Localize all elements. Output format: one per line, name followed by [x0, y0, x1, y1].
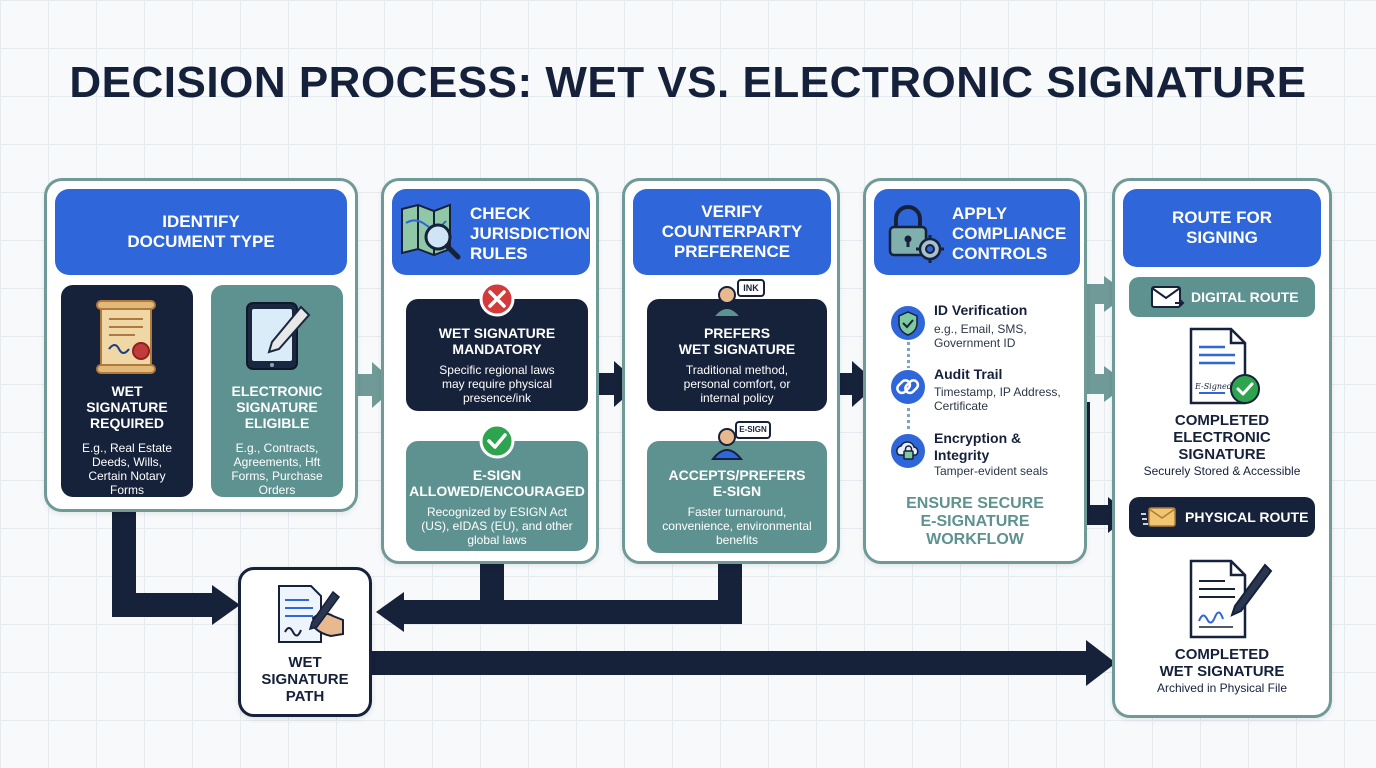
envelope-icon: [1141, 507, 1176, 527]
x-circle-icon: [479, 281, 515, 317]
panel-header: IDENTIFY DOCUMENT TYPE: [55, 189, 347, 275]
card-esign-allowed: E-SIGN ALLOWED/ENCOURAGED Recognized by …: [406, 441, 588, 551]
card-description: Faster turnaround, convenience, environm…: [662, 505, 812, 547]
panel-apply-compliance-controls: APPLY COMPLIANCE CONTROLS ID Verificatio…: [863, 178, 1087, 564]
control-title: ID Verification: [934, 302, 1028, 318]
tablet-pen-icon: [246, 302, 311, 370]
envelope-icon: [1151, 286, 1185, 308]
page-title: DECISION PROCESS: WET VS. ELECTRONIC SIG…: [69, 58, 1307, 107]
control-description: e.g., Email, SMS, Government ID: [934, 322, 1027, 350]
card-description: E.g., Contracts, Agreements, Hft Forms, …: [231, 441, 323, 497]
physical-route-badge: PHYSICAL ROUTE: [1129, 497, 1315, 537]
ink-badge: INK: [737, 279, 765, 297]
card-title: ACCEPTS/PREFERS E-SIGN: [668, 467, 806, 499]
lock-gear-icon: [888, 205, 944, 263]
control-title: Encryption & Integrity: [934, 430, 1022, 463]
completed-wet-signature-title: COMPLETED WET SIGNATURE: [1159, 646, 1285, 680]
esign-badge: E-SIGN: [735, 421, 771, 439]
svg-text:E-Signed: E-Signed: [1194, 382, 1232, 391]
wet-signature-path-label: WET SIGNATURE PATH: [261, 654, 349, 705]
card-wet-signature-mandatory: WET SIGNATURE MANDATORY Specific regiona…: [406, 299, 588, 411]
card-wet-signature-required: WET SIGNATURE REQUIRED E.g., Real Estate…: [61, 285, 193, 497]
wet-signature-path-box: WET SIGNATURE PATH: [238, 567, 372, 717]
scroll-certificate-icon: [96, 300, 156, 374]
signed-paper-pen-icon: [1189, 559, 1273, 639]
control-description: Tamper-evident seals: [934, 464, 1049, 478]
compliance-footer: ENSURE SECURE E-SIGNATURE WORKFLOW: [906, 495, 1044, 548]
card-title: E-SIGN ALLOWED/ENCOURAGED: [409, 467, 585, 499]
panel-identify-document-type: IDENTIFY DOCUMENT TYPE WET SIGNATURE REQ…: [44, 178, 358, 512]
arrow-jurisdiction-to-wet-path: [400, 548, 504, 624]
person-icon: [710, 286, 744, 318]
card-description: E.g., Real Estate Deeds, Wills, Certain …: [81, 441, 173, 497]
panel-header: VERIFY COUNTERPARTY PREFERENCE: [633, 189, 831, 275]
chain-link-icon: [889, 368, 927, 406]
person-icon: [710, 428, 744, 460]
panel-verify-counterparty-preference: VERIFY COUNTERPARTY PREFERENCE PREFERS W…: [622, 178, 840, 564]
card-description: Recognized by ESIGN Act (US), eIDAS (EU)…: [421, 505, 573, 547]
control-title: Audit Trail: [934, 366, 1003, 382]
panel-check-jurisdiction-rules: CHECK JURISDICTION RULES WET SIGNATURE M…: [381, 178, 599, 564]
completed-electronic-signature-title: COMPLETED ELECTRONIC SIGNATURE: [1173, 412, 1271, 463]
card-title: ELECTRONIC SIGNATURE ELIGIBLE: [231, 383, 323, 431]
panel-header: ROUTE FOR SIGNING: [1123, 189, 1321, 267]
card-title: WET SIGNATURE MANDATORY: [438, 325, 556, 357]
card-description: Specific regional laws may require physi…: [439, 363, 555, 405]
check-circle-icon: [479, 423, 515, 459]
card-electronic-signature-eligible: ELECTRONIC SIGNATURE ELIGIBLE E.g., Cont…: [211, 285, 343, 497]
map-magnifier-icon: [401, 203, 461, 260]
panel-header: CHECK JURISDICTION RULES: [392, 189, 590, 275]
panel-route-for-signing: ROUTE FOR SIGNING DIGITAL ROUTE E-Signed…: [1112, 178, 1332, 718]
e-signed-document-icon: E-Signed: [1189, 327, 1260, 405]
card-title: WET SIGNATURE REQUIRED: [86, 383, 168, 431]
digital-route-badge: DIGITAL ROUTE: [1129, 277, 1315, 317]
arrow-identify-to-wet-path: [112, 494, 216, 617]
card-title: PREFERS WET SIGNATURE: [678, 325, 796, 357]
signing-document-icon: [278, 585, 344, 643]
shield-check-icon: [889, 304, 927, 342]
completed-electronic-signature-subtitle: Securely Stored & Accessible: [1143, 464, 1301, 478]
completed-wet-signature-subtitle: Archived in Physical File: [1156, 681, 1288, 695]
control-description: Timestamp, IP Address, Certificate: [934, 385, 1061, 413]
panel-header: APPLY COMPLIANCE CONTROLS: [874, 189, 1080, 275]
arrow-counterparty-to-wet-path: [500, 548, 742, 624]
cloud-lock-icon: [889, 432, 927, 470]
card-description: Traditional method, personal comfort, or…: [683, 363, 791, 405]
